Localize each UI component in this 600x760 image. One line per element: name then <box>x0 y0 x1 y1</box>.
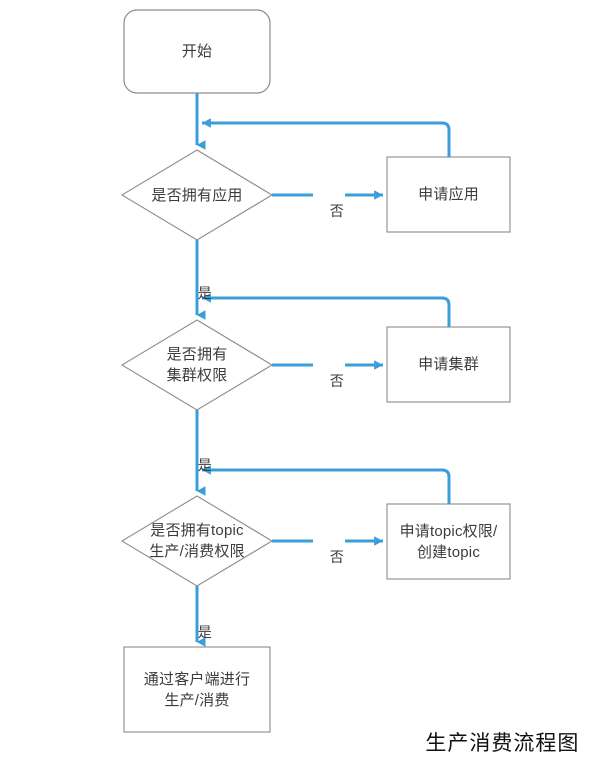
decision-app-shape[interactable] <box>120 149 274 241</box>
edge-label-no-topic-text: 否 <box>329 549 344 565</box>
edge-label-no-app-text: 否 <box>329 203 344 219</box>
action-cluster-shape[interactable] <box>386 326 511 403</box>
edge-label-yes-app-text: 是 <box>197 285 212 301</box>
edge-action-cluster-feedback <box>201 293 451 327</box>
decision-cluster-shape[interactable] <box>120 319 274 411</box>
edge-label-no-topic: 否 <box>313 533 345 581</box>
decision-topic-shape[interactable] <box>120 495 274 587</box>
diagram-caption: 生产消费流程图 <box>398 705 579 760</box>
action-app-shape[interactable] <box>386 156 511 233</box>
edge-label-yes-cluster: 是 <box>181 441 213 489</box>
edge-label-no-cluster: 否 <box>313 357 345 405</box>
action-topic-shape[interactable] <box>386 503 511 580</box>
edge-label-no-app: 否 <box>313 187 345 235</box>
diagram-caption-text: 生产消费流程图 <box>425 732 580 755</box>
edge-label-yes-topic: 是 <box>181 608 213 656</box>
edge-label-yes-cluster-text: 是 <box>197 457 212 473</box>
start-node-shape[interactable] <box>123 9 271 94</box>
end-client-shape[interactable] <box>123 646 271 733</box>
edge-label-no-cluster-text: 否 <box>329 373 344 389</box>
edge-label-yes-app: 是 <box>181 269 213 317</box>
edge-action-app-feedback <box>201 118 451 157</box>
edge-label-yes-topic-text: 是 <box>197 624 212 640</box>
edge-action-topic-feedback <box>201 465 451 504</box>
